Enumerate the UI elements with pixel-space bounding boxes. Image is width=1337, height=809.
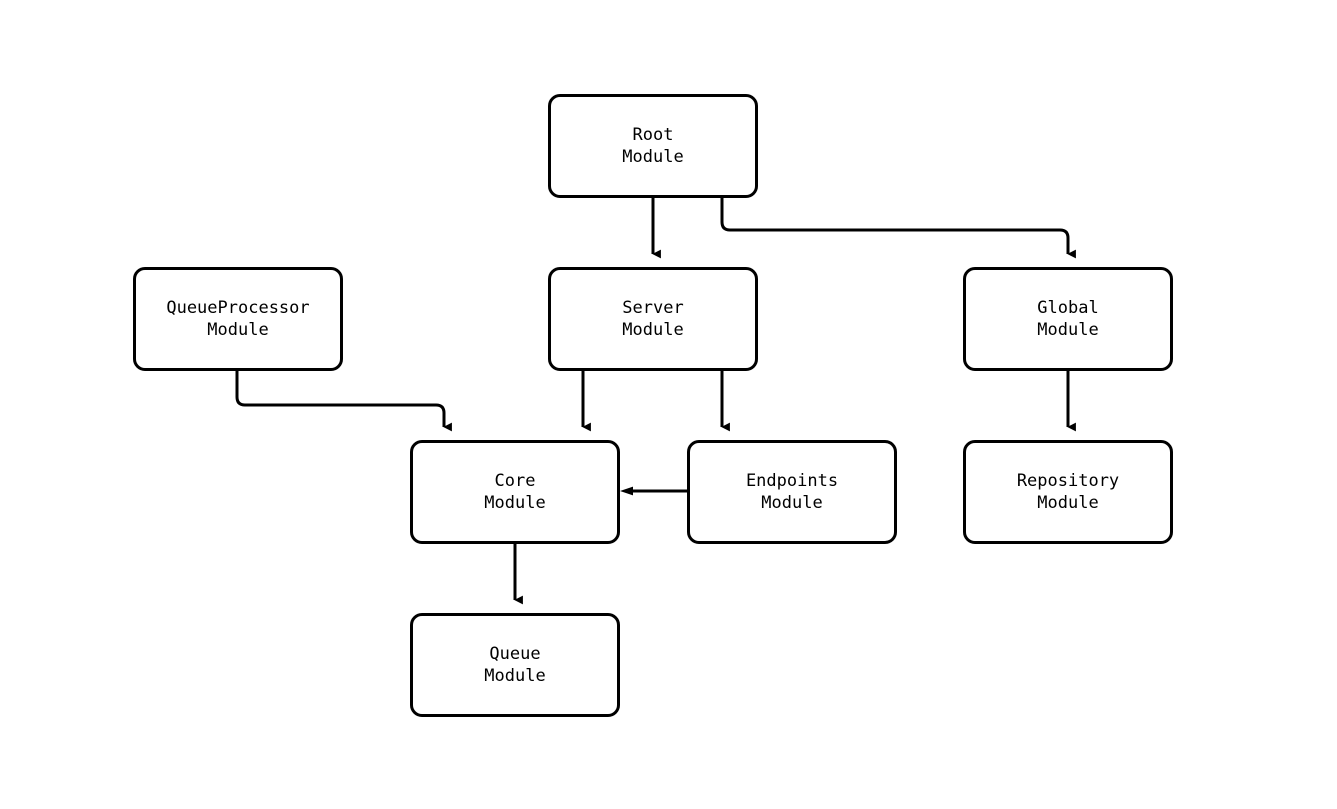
node-core[interactable]: Core Module: [410, 440, 620, 544]
edges-group: [235, 198, 1076, 605]
node-queueprocessor[interactable]: QueueProcessor Module: [133, 267, 343, 371]
node-repository[interactable]: Repository Module: [963, 440, 1173, 544]
node-endpoints-label: Endpoints Module: [745, 471, 839, 513]
node-global[interactable]: Global Module: [963, 267, 1173, 371]
node-queue[interactable]: Queue Module: [410, 613, 620, 717]
node-root[interactable]: Root Module: [548, 94, 758, 198]
node-server-label: Server Module: [622, 298, 684, 340]
edge-arrowhead-endpoints-to-core: [620, 486, 633, 496]
node-endpoints[interactable]: Endpoints Module: [687, 440, 897, 544]
node-queueprocessor-label: QueueProcessor Module: [166, 298, 310, 340]
node-root-label: Root Module: [622, 125, 684, 167]
edge-root-to-global: [720, 198, 1076, 259]
node-repository-label: Repository Module: [1016, 471, 1120, 513]
edge-queueprocessor-to-core: [235, 371, 452, 432]
node-global-label: Global Module: [1037, 298, 1099, 340]
node-queue-label: Queue Module: [484, 644, 546, 686]
node-server[interactable]: Server Module: [548, 267, 758, 371]
node-core-label: Core Module: [484, 471, 546, 513]
